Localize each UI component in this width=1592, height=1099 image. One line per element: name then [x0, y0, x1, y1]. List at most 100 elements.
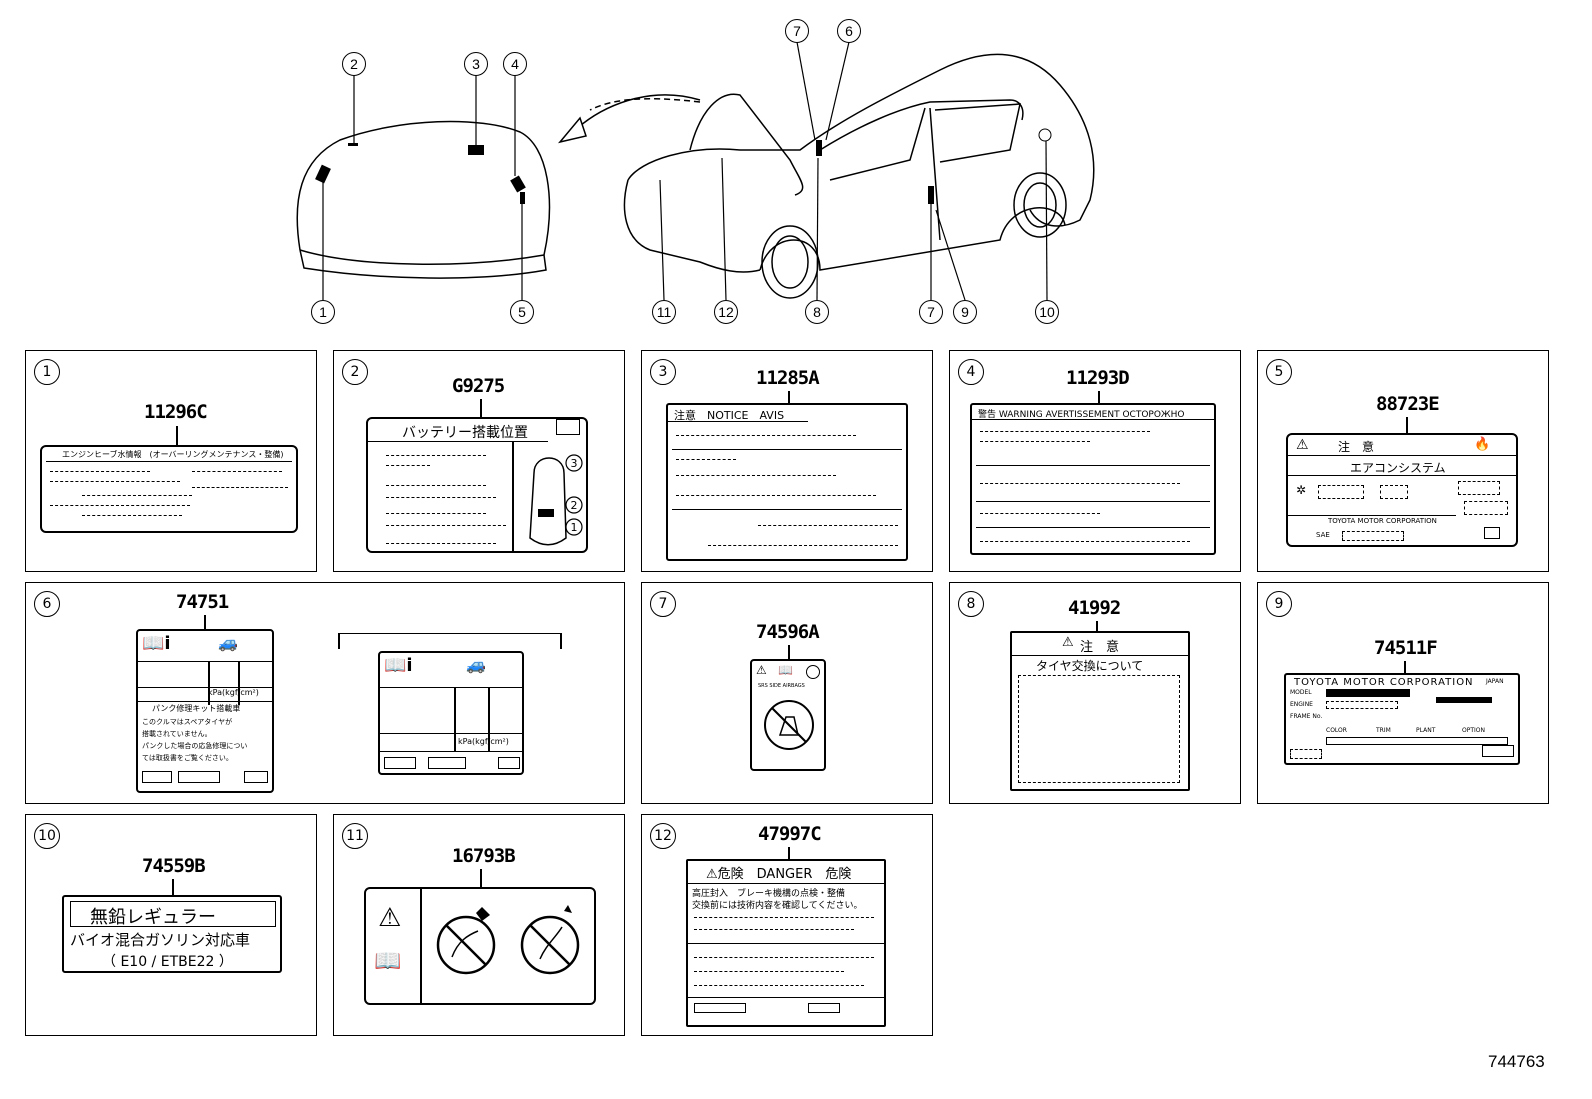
fuel-line-2: バイオ混合ガソリン対応車 [70, 931, 251, 949]
warning-icon: ⚠ [756, 663, 767, 677]
car-icon: 🚙 [218, 633, 238, 652]
part-number: 11285A [756, 367, 820, 389]
panel-6: 6 74751 📖i 🚙 kPa(kgf/cm²) パンク修理キット搭載車 この… [25, 582, 625, 804]
label-warning: 警告 WARNING AVERTISSEMENT ОСТОРОЖНО [970, 403, 1216, 555]
part-number: G9275 [452, 375, 505, 397]
part-number: 74596A [756, 621, 820, 643]
overview-drawing [296, 41, 1095, 301]
label-danger: ⚠危険 DANGER 危険 高圧封入 ブレーキ機構の点検・整備 交換前には技術内… [686, 859, 886, 1027]
panel-number: 12 [650, 823, 676, 849]
panel-8: 8 41992 ⚠ 注 意 タイヤ交換について [949, 582, 1241, 804]
callout-hood-2: 2 [342, 52, 366, 76]
part-number: 11296C [144, 401, 208, 423]
label-tire-pressure: 📖i 🚙 kPa(kgf/cm²) [378, 651, 524, 775]
callout-car-7-top: 7 [785, 19, 809, 43]
panel-number: 11 [342, 823, 368, 849]
label-header: エンジンヒーブ水情報 (オーバーリングメンテナンス・整備) [62, 450, 284, 459]
part-number: 11293D [1066, 367, 1130, 389]
part-number: 74559B [142, 855, 206, 877]
car-icon: 🚙 [466, 655, 486, 674]
label-fuel: 無鉛レギュラー バイオ混合ガソリン対応車 （ E10 / ETBE22 ） [62, 895, 282, 973]
pressure-unit: kPa(kgf/cm²) [208, 688, 259, 697]
pressure-unit: kPa(kgf/cm²) [458, 737, 509, 746]
label-tire-kit: 📖i 🚙 kPa(kgf/cm²) パンク修理キット搭載車 このクルマはスペアタ… [136, 629, 274, 793]
label-vin-plate: TOYOTA MOTOR CORPORATION JAPAN MODEL ENG… [1284, 673, 1520, 765]
part-number: 74751 [176, 591, 229, 613]
mark-1: 1 [571, 521, 578, 534]
field-frame: FRAME No. [1290, 713, 1323, 720]
panel-5: 5 88723E ⚠ 注 意 🔥 エアコンシステム ✲ TOYOTA MOTOR… [1257, 350, 1549, 572]
hood-sticker-2 [348, 143, 358, 146]
book-info-icon: 📖i [142, 633, 171, 654]
part-number: 74511F [1374, 637, 1438, 659]
panel-number: 9 [1266, 591, 1292, 617]
callout-car-8: 8 [805, 300, 829, 324]
callout-car-11: 11 [652, 300, 676, 324]
label-engine-info: エンジンヒーブ水情報 (オーバーリングメンテナンス・整備) [40, 445, 298, 533]
warning-icon: ⚠ [378, 903, 402, 933]
panel-number: 3 [650, 359, 676, 385]
label-tire-change: ⚠ 注 意 タイヤ交換について [1010, 631, 1190, 791]
mark-2: 2 [571, 499, 578, 512]
panel-number: 10 [34, 823, 60, 849]
col-option: OPTION [1462, 727, 1485, 734]
sae-text: SAE [1316, 531, 1330, 539]
fuel-line-3: （ E10 / ETBE22 ） [102, 954, 233, 970]
label-header: 注 意 [1080, 640, 1120, 655]
panel-number: 5 [1266, 359, 1292, 385]
label-header: 警告 WARNING AVERTISSEMENT ОСТОРОЖНО [978, 410, 1185, 420]
battery-car-icon: 3 2 1 [529, 454, 583, 546]
panel-12: 12 47997C ⚠危険 DANGER 危険 高圧封入 ブレーキ機構の点検・整… [641, 814, 933, 1036]
kit-text-1: このクルマはスペアタイヤが [142, 718, 233, 726]
danger-text-1: 高圧封入 ブレーキ機構の点検・整備 [692, 889, 846, 899]
label-title: バッテリー搭載位置 [402, 425, 528, 441]
panel-number: 6 [34, 591, 60, 617]
danger-text-2: 交換前には技術内容を確認してください。 [692, 901, 863, 911]
part-number: 16793B [452, 845, 516, 867]
diagram-id: 744763 [1488, 1052, 1545, 1071]
callout-car-12: 12 [714, 300, 738, 324]
hood-sticker-5 [520, 192, 525, 204]
warning-icon: ⚠ [1296, 437, 1309, 453]
hood-drawing [296, 120, 551, 279]
part-number: 88723E [1376, 393, 1440, 415]
col-color: COLOR [1326, 727, 1347, 734]
label-hood-caution: ⚠ 📖 [364, 887, 596, 1005]
no-hand-icon-1 [436, 907, 496, 975]
callout-hood-4: 4 [503, 52, 527, 76]
sun-icon: ✲ [1296, 483, 1307, 497]
country-text: JAPAN [1486, 678, 1504, 685]
panel-number: 7 [650, 591, 676, 617]
callout-car-7-bottom: 7 [919, 300, 943, 324]
maker-text: TOYOTA MOTOR CORPORATION [1328, 517, 1437, 525]
callout-hood-3: 3 [464, 52, 488, 76]
maker-text: TOYOTA MOTOR CORPORATION [1294, 677, 1474, 688]
srs-text: SRS SIDE AIRBAGS [758, 683, 805, 689]
panel-2: 2 G9275 バッテリー搭載位置 3 2 1 [333, 350, 625, 572]
field-engine: ENGINE [1290, 701, 1313, 708]
panel-number: 1 [34, 359, 60, 385]
warning-icon: ⚠ [1062, 635, 1074, 650]
panel-number: 8 [958, 591, 984, 617]
removal-arrow [569, 94, 701, 136]
book-info-icon: 📖 [374, 949, 402, 974]
hood-sticker-3 [468, 145, 484, 155]
label-header: 注 意 [1338, 440, 1375, 454]
flame-icon: 🔥 [1474, 437, 1491, 452]
panel-number: 2 [342, 359, 368, 385]
panel-number: 4 [958, 359, 984, 385]
fuel-line-1: 無鉛レギュラー [90, 907, 216, 928]
label-header: 注意 NOTICE AVIS [674, 409, 785, 422]
label-notice: 注意 NOTICE AVIS [666, 403, 908, 561]
field-model: MODEL [1290, 689, 1312, 696]
kit-text-3: パンクした場合の応急修理につい [142, 742, 248, 750]
hood-sticker-4 [510, 175, 526, 193]
label-header: ⚠危険 DANGER 危険 [706, 867, 852, 882]
callout-car-6: 6 [837, 19, 861, 43]
callout-hood-5: 5 [510, 300, 534, 324]
panel-4: 4 11293D 警告 WARNING AVERTISSEMENT ОСТОРО… [949, 350, 1241, 572]
callout-car-10: 10 [1035, 300, 1059, 324]
car-drawing [589, 53, 1095, 299]
book-info-icon: 📖i [384, 655, 413, 676]
panel-10: 10 74559B 無鉛レギュラー バイオ混合ガソリン対応車 （ E10 / E… [25, 814, 317, 1036]
